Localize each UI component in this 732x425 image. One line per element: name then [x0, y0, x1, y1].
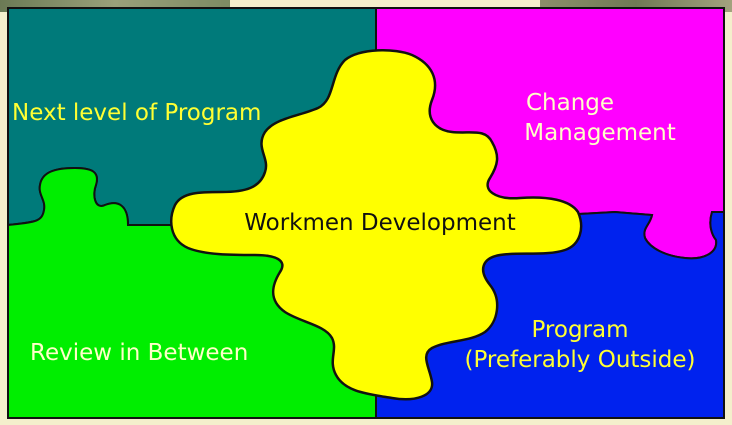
- label-program-preferably-outside: Program (Preferably Outside): [430, 315, 730, 375]
- label-review-in-between: Review in Between: [30, 340, 249, 366]
- label-change-management-line1: Change: [525, 90, 615, 116]
- label-next-level-of-program: Next level of Program: [12, 100, 262, 126]
- label-program-line1: Program: [531, 317, 629, 343]
- puzzle-piece-workmen-development: [170, 49, 583, 401]
- label-change-management-line2: Management: [524, 120, 676, 146]
- label-workmen-development: Workmen Development: [244, 210, 516, 236]
- diagram-outer-border: [7, 7, 725, 419]
- label-change-management: Change Management: [480, 88, 720, 148]
- label-program-line2: (Preferably Outside): [464, 347, 696, 373]
